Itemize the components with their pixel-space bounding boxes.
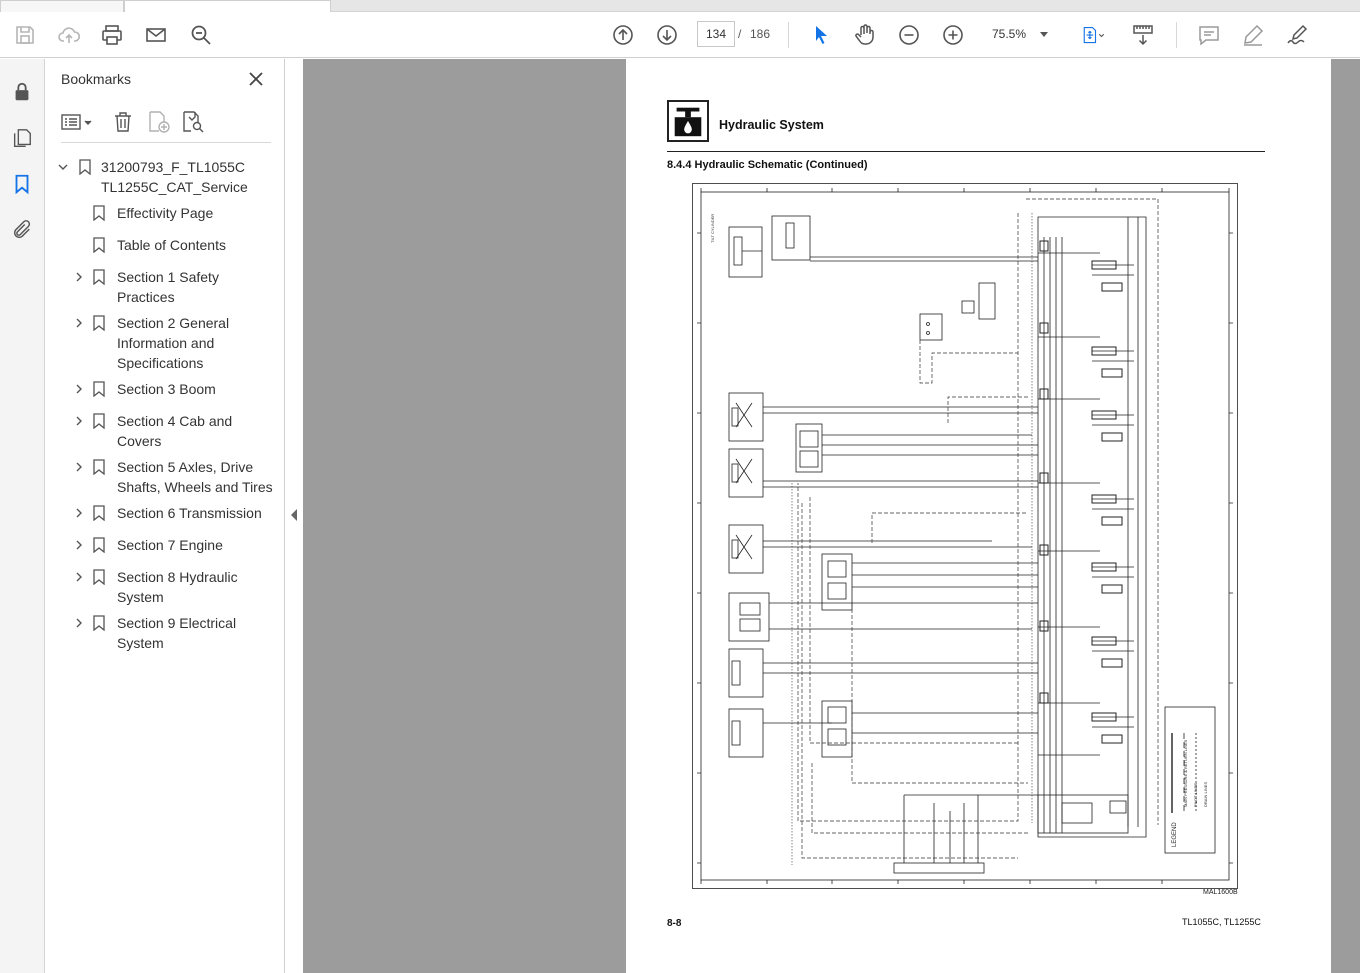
zoom-out-icon[interactable] [894,20,924,50]
bookmark-flag-icon [93,315,105,331]
hydraulic-schematic: TILT CYLINDER LEGEND MAIN PRESSURE & RET… [692,183,1238,889]
bookmark-flag-icon [93,205,105,221]
bookmark-label: Section 9 Electrical System [117,615,237,651]
bookmark-flag-icon [93,381,105,397]
highlight-icon[interactable] [1238,20,1268,50]
page-total: 186 [750,27,771,41]
bookmark-label: Section 3 Boom [117,381,216,397]
bookmark-label: 31200793_F_TL1055C TL1255C_CAT_Service [101,159,248,195]
bookmark-label: Table of Contents [117,237,226,253]
bookmark-label: Section 4 Cab and Covers [117,413,233,449]
legend-title: LEGEND [1172,822,1178,847]
fit-page-icon[interactable] [1074,20,1114,50]
bookmark-label: Section 1 Safety Practices [117,269,219,305]
collapse-panel-button[interactable] [285,500,303,530]
bookmark-label: Effectivity Page [117,205,214,221]
chevron-right-icon[interactable] [73,415,85,427]
page-number-input[interactable]: 134 [697,21,735,47]
bookmark-flag-icon [79,159,91,175]
legend-item-pilot: PILOT LINES [1193,783,1198,807]
page-down-icon[interactable] [652,20,682,50]
sign-icon[interactable] [1282,20,1312,50]
main-toolbar: 134 / 186 75.5% [0,12,1360,58]
bookmark-label: Section 5 Axles, Drive Shafts, Wheels an… [117,459,273,495]
legend-item-drain: DRAIN LINES [1203,782,1208,807]
delete-icon[interactable] [113,109,133,135]
chevron-right-icon[interactable] [73,507,85,519]
find-bookmark-icon[interactable] [181,109,205,135]
navigation-rail [0,59,45,973]
hand-tool-icon[interactable] [850,20,880,50]
chevron-down-icon[interactable] [57,161,69,173]
bookmark-label: Section 2 General Information and Specif… [117,315,230,371]
print-icon[interactable] [97,20,127,50]
tab-strip [0,0,1360,12]
bookmark-flag-icon [93,413,105,429]
header-rule [667,151,1265,152]
toolbar-divider [788,22,789,48]
bookmark-flag-icon [93,237,105,253]
bookmark-label: Section 7 Engine [117,537,223,553]
bookmark-flag-icon [93,505,105,521]
hydraulic-cylinder-icon [667,100,709,142]
svg-text:TILT CYLINDER: TILT CYLINDER [710,214,715,243]
footer-page-number: 8-8 [667,918,682,929]
page-separator: / [738,27,742,41]
bookmark-label: Section 6 Transmission [117,505,262,521]
bookmark-flag-icon [93,537,105,553]
document-tab-2[interactable] [124,0,331,12]
save-icon[interactable] [10,20,40,50]
bookmark-flag-icon [93,569,105,585]
page-up-icon[interactable] [608,20,638,50]
attachment-icon[interactable] [9,217,35,243]
email-icon[interactable] [141,20,171,50]
page-header-title: Hydraulic System [719,118,824,132]
chevron-right-icon[interactable] [73,317,85,329]
document-tab-1[interactable] [0,0,124,12]
zoom-search-icon[interactable] [186,20,216,50]
pdf-page: Hydraulic System 8.4.4 Hydraulic Schemat… [626,59,1331,973]
lock-icon[interactable] [9,79,35,105]
triangle-left-icon [291,509,297,521]
bookmark-icon[interactable] [9,171,35,197]
zoom-level-value: 75.5% [992,27,1027,41]
chevron-right-icon[interactable] [73,271,85,283]
close-icon[interactable] [246,69,266,89]
bookmarks-panel: Bookmarks 31200793_F_TL1055C TL1255C_CAT… [45,59,285,973]
section-heading: 8.4.4 Hydraulic Schematic (Continued) [667,159,868,171]
bookmark-flag-icon [93,615,105,631]
toolbar-divider [1176,22,1177,48]
bookmark-label: Section 8 Hydraulic System [117,569,238,605]
chevron-right-icon[interactable] [73,539,85,551]
select-cursor-icon[interactable] [806,20,836,50]
scroll-mode-icon[interactable] [1128,20,1158,50]
chevron-right-icon[interactable] [73,617,85,629]
add-bookmark-icon[interactable] [147,109,171,135]
chevron-right-icon[interactable] [73,383,85,395]
document-viewer[interactable]: Hydraulic System 8.4.4 Hydraulic Schemat… [303,59,1360,973]
zoom-level-select[interactable]: 75.5% [984,21,1054,47]
legend-item-main: MAIN PRESSURE & RETURN LINES [1183,739,1188,807]
bookmark-options-icon[interactable] [61,109,95,135]
chevron-right-icon[interactable] [73,461,85,473]
zoom-in-icon[interactable] [938,20,968,50]
footer-models: TL1055C, TL1255C [1182,917,1261,927]
chevron-down-icon [1040,32,1048,37]
bookmark-tools [61,107,271,143]
pages-icon[interactable] [9,125,35,151]
bookmark-flag-icon [93,459,105,475]
cloud-upload-icon[interactable] [54,20,84,50]
comment-icon[interactable] [1194,20,1224,50]
chevron-right-icon[interactable] [73,571,85,583]
figure-id: MAL1600B [1203,889,1238,896]
panel-title: Bookmarks [61,71,132,87]
bookmark-flag-icon [93,269,105,285]
